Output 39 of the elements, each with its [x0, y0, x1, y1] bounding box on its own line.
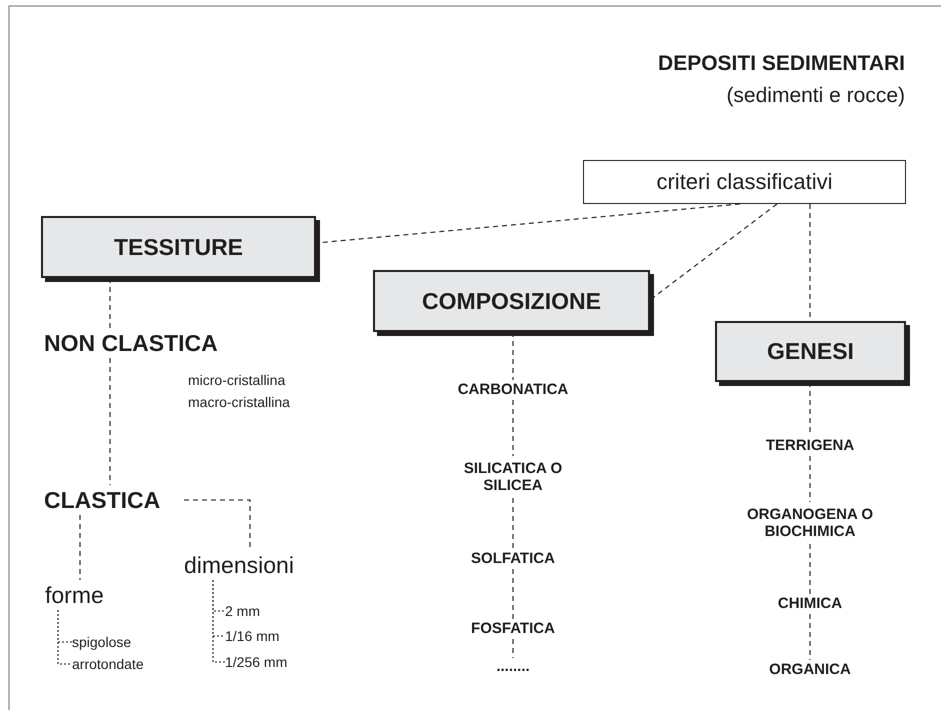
- category-label: SOLFATICA: [471, 550, 555, 568]
- connector-line: [809, 614, 811, 660]
- category-label: ORGANOGENA O BIOCHIMICA: [746, 506, 874, 540]
- connector-line: [212, 580, 225, 663]
- category-label: NON CLASTICA: [44, 330, 218, 356]
- connector-line: [809, 544, 811, 594]
- box-label: GENESI: [767, 338, 854, 365]
- category-label: TERRIGENA: [766, 437, 854, 455]
- connector-line: [79, 515, 81, 580]
- category-label: CLASTICA: [44, 486, 160, 514]
- connector-line: [57, 610, 72, 665]
- category-label: ........: [496, 658, 530, 676]
- subtitle: (sedimenti e rocce): [726, 84, 905, 108]
- connector-line: [109, 358, 111, 485]
- connector-line: [512, 569, 514, 619]
- category-label: forme: [45, 582, 104, 608]
- connector-line: [184, 499, 251, 550]
- subtype-label: macro-cristallina: [188, 394, 290, 410]
- title: DEPOSITI SEDIMENTARI: [658, 52, 905, 76]
- category-label: SILICATICA O SILICEA: [462, 460, 564, 494]
- box-label: TESSITURE: [114, 234, 244, 260]
- connector-line: [512, 498, 514, 549]
- category-label: 2 mm: [225, 602, 260, 620]
- category-label: CARBONATICA: [458, 381, 568, 399]
- box-label: COMPOSIZIONE: [422, 288, 601, 314]
- connector-line: [512, 639, 514, 658]
- category-label: 1/256 mm: [225, 654, 288, 670]
- category-label: CHIMICA: [778, 595, 842, 613]
- category-label: FOSFATICA: [471, 620, 555, 638]
- box-label: criteri classificativi: [656, 169, 833, 195]
- connector-line: [512, 400, 514, 456]
- subtype-label: micro-cristallina: [188, 372, 286, 388]
- category-label: ORGANICA: [769, 661, 851, 679]
- category-label: spigolose: [72, 634, 132, 650]
- category-label: 1/16 mm: [225, 628, 280, 644]
- connector-line: [809, 456, 811, 502]
- category-label: arrotondate: [72, 656, 144, 672]
- category-label: dimensioni: [184, 552, 294, 578]
- criteria-box: [583, 160, 906, 204]
